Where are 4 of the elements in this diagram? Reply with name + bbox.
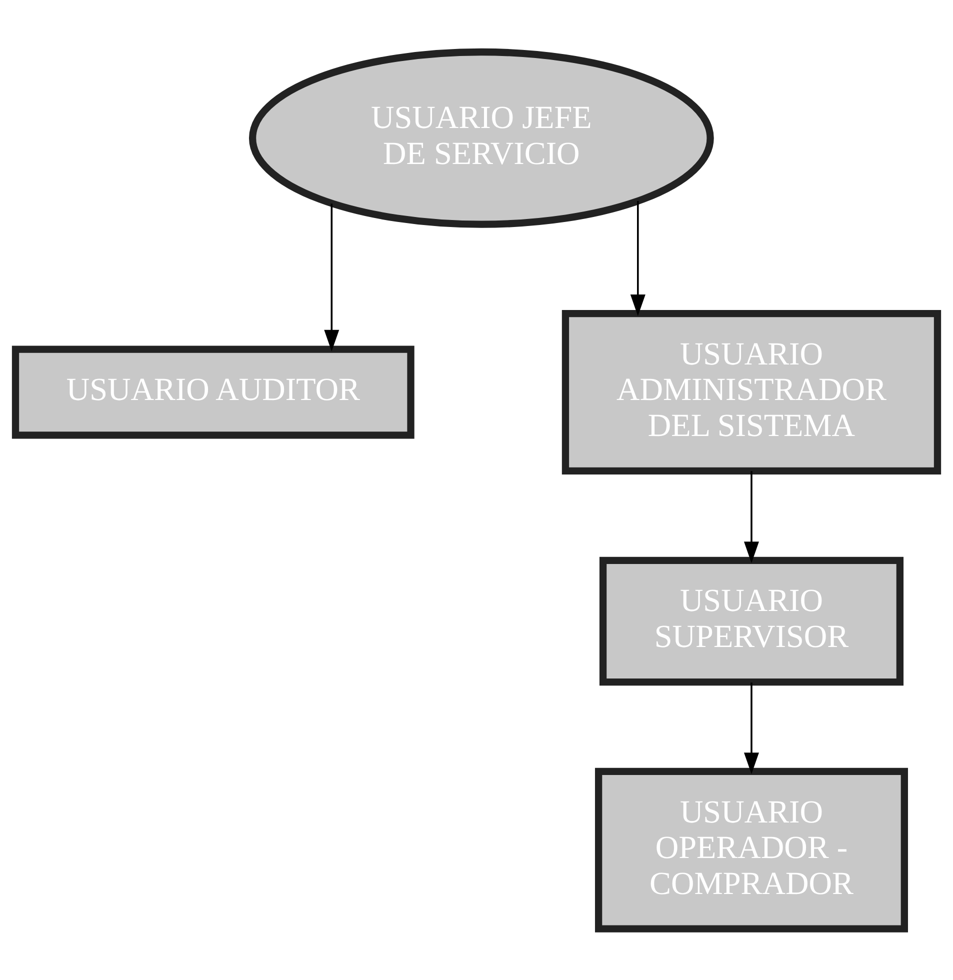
arrow xyxy=(324,203,340,351)
arrow xyxy=(744,470,760,563)
arrow xyxy=(630,200,646,316)
arrow xyxy=(744,682,760,774)
